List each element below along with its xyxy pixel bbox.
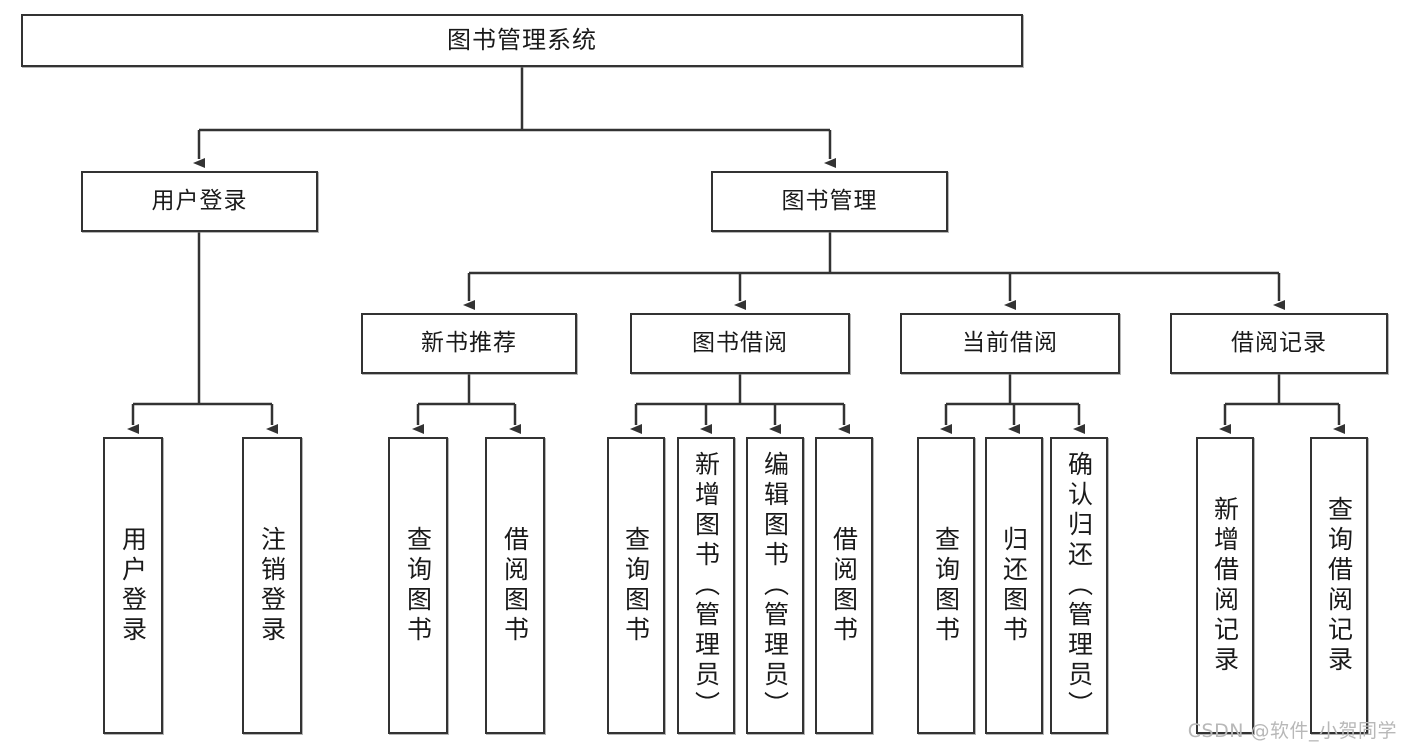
leaf-query-book-recommend-label: 查询图书 (403, 525, 433, 646)
leaf-query-book-borrow-label: 查询图书 (621, 525, 651, 646)
leaf-add-borrow-record[interactable]: 新增借阅记录 (1196, 437, 1254, 734)
watermark: CSDN @软件_小贺同学 (1187, 720, 1397, 742)
leaf-add-borrow-record-label: 新增借阅记录 (1210, 495, 1240, 676)
node-level3-borrow-record[interactable]: 借阅记录 (1170, 313, 1388, 374)
leaf-query-book-recommend[interactable]: 查询图书 (388, 437, 448, 734)
leaf-query-borrow-record[interactable]: 查询借阅记录 (1310, 437, 1368, 734)
leaf-confirm-return-admin[interactable]: 确认归还（管理员） (1050, 437, 1108, 734)
node-level3-current-borrow-label: 当前借阅 (962, 330, 1058, 357)
leaf-borrow-book-recommend[interactable]: 借阅图书 (485, 437, 545, 734)
leaf-add-book-admin-label: 新增图书（管理员） (691, 450, 721, 721)
leaf-edit-book-admin[interactable]: 编辑图书（管理员） (746, 437, 804, 734)
leaf-borrow-book-recommend-label: 借阅图书 (500, 525, 530, 646)
leaf-user-login-label: 用户登录 (118, 525, 148, 646)
leaf-query-book-current-label: 查询图书 (931, 525, 961, 646)
leaf-borrow-book[interactable]: 借阅图书 (815, 437, 873, 734)
leaf-edit-book-admin-label: 编辑图书（管理员） (760, 450, 790, 721)
node-level2-user-login[interactable]: 用户登录 (81, 171, 318, 232)
leaf-logout-label: 注销登录 (257, 525, 287, 646)
leaf-add-book-admin[interactable]: 新增图书（管理员） (677, 437, 735, 734)
leaf-user-login[interactable]: 用户登录 (103, 437, 163, 734)
node-level3-book-borrow[interactable]: 图书借阅 (630, 313, 850, 374)
leaf-query-book-current[interactable]: 查询图书 (917, 437, 975, 734)
node-level2-book-management[interactable]: 图书管理 (711, 171, 948, 232)
leaf-borrow-book-label: 借阅图书 (829, 525, 859, 646)
leaf-return-book[interactable]: 归还图书 (985, 437, 1043, 734)
node-level3-book-borrow-label: 图书借阅 (692, 330, 788, 357)
node-level3-borrow-record-label: 借阅记录 (1231, 330, 1327, 357)
leaf-return-book-label: 归还图书 (999, 525, 1029, 646)
node-level3-new-book-recommend-label: 新书推荐 (421, 330, 517, 357)
node-level2-book-management-label: 图书管理 (781, 188, 878, 215)
node-level2-user-login-label: 用户登录 (151, 188, 248, 215)
node-level3-new-book-recommend[interactable]: 新书推荐 (361, 313, 577, 374)
leaf-query-borrow-record-label: 查询借阅记录 (1324, 495, 1354, 676)
node-root[interactable]: 图书管理系统 (21, 14, 1023, 67)
leaf-query-book-borrow[interactable]: 查询图书 (607, 437, 665, 734)
leaf-logout[interactable]: 注销登录 (242, 437, 302, 734)
leaf-confirm-return-admin-label: 确认归还（管理员） (1064, 450, 1094, 721)
node-root-label: 图书管理系统 (447, 25, 597, 54)
node-level3-current-borrow[interactable]: 当前借阅 (900, 313, 1120, 374)
